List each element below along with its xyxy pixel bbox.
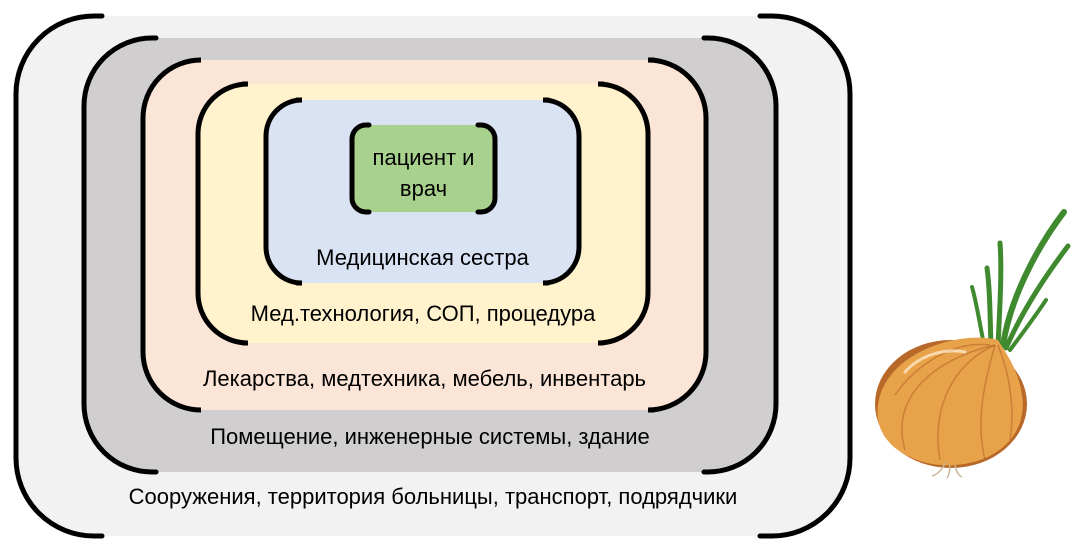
layer-3-left-bracket [140, 57, 202, 413]
layer-4-right-bracket [701, 35, 779, 475]
layer-0-left-bracket [349, 122, 372, 215]
layer-0-right-bracket [475, 122, 498, 215]
layer-5-left-bracket [13, 13, 105, 539]
layer-4-label: Помещение, инженерные системы, здание [210, 424, 650, 449]
layer-2-label: Мед.технология, СОП, процедура [250, 301, 596, 326]
layer-1-right-bracket [542, 97, 582, 286]
layer-3-right-bracket [647, 57, 709, 413]
layer-4-left-bracket [81, 35, 159, 475]
layer-3-label: Лекарства, медтехника, мебель, инвентарь [202, 366, 647, 391]
sprouting-onion-icon [875, 209, 1071, 479]
layer-5-right-bracket [757, 13, 853, 539]
layer-5-label: Сооружения, территория больницы, транспо… [128, 484, 738, 509]
layer-2-left-bracket [195, 81, 249, 346]
layer-2-right-bracket [597, 81, 651, 346]
layer-1-label: Медицинская сестра [316, 245, 529, 270]
layer-0-label: пациент и врач [372, 145, 475, 201]
layer-1-left-bracket [263, 97, 303, 286]
layer-0-box [352, 125, 495, 212]
